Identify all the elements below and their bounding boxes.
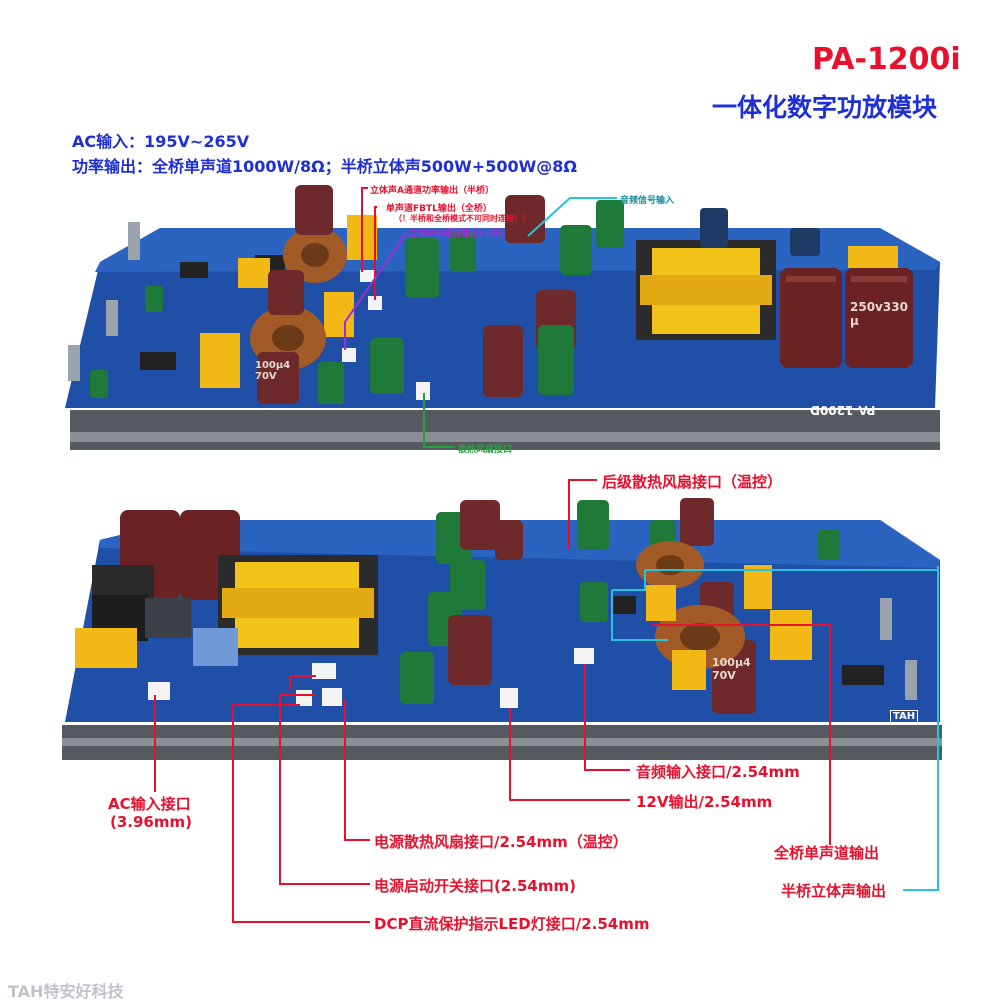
product-subtitle: 一体化数字功放模块	[712, 93, 938, 122]
label-psu-fan: 电源散热风扇接口/2.54mm（温控）	[374, 833, 628, 851]
label-stereo-b-output: 立体声B通道输出(半桥)	[409, 229, 506, 239]
top-board	[65, 185, 940, 450]
label-stereo-output: 半桥立体声输出	[781, 882, 887, 900]
label-ac-input: AC输入接口	[108, 795, 191, 813]
bottom-cap-print: 100μ470V	[712, 656, 751, 682]
label-top-audio-input: 音频信号输入	[620, 196, 675, 206]
spec-ac-input: AC输入：195V~265V	[72, 132, 250, 151]
label-mode-warning: （！半桥和全桥模式不可同时连接！）	[394, 214, 530, 223]
leader-lines	[154, 187, 939, 923]
top-board-model: PA-1200D	[810, 403, 876, 417]
label-rear-fan: 后级散热风扇接口（温控）	[602, 473, 783, 491]
product-title: PA-1200i	[812, 42, 961, 77]
bottom-brand-print: TAH	[890, 710, 919, 723]
label-audio-input: 音频输入接口/2.54mm	[636, 763, 800, 781]
label-stereo-a-output: 立体声A通道功率输出（半桥）	[370, 186, 494, 196]
top-cap-left-print: 100μ470V	[255, 360, 291, 382]
spec-power-output: 功率输出：全桥单声道1000W/8Ω；半桥立体声500W+500W@8Ω	[72, 157, 577, 176]
bottom-board	[62, 498, 942, 760]
label-top-fan: 散热风扇接口	[458, 445, 513, 455]
label-mono-fbtl-output: 单声道FBTL输出（全桥）	[386, 204, 492, 214]
label-12v-output: 12V输出/2.54mm	[636, 793, 773, 811]
label-psu-switch: 电源启动开关接口(2.54mm)	[374, 877, 576, 895]
label-ac-input-size: (3.96mm)	[110, 813, 192, 831]
label-dcp-led: DCP直流保护指示LED灯接口/2.54mm	[374, 915, 650, 933]
top-cap-right-print: 250v330μ	[850, 300, 908, 328]
label-mono-output: 全桥单声道输出	[774, 844, 880, 862]
top-heatsink	[70, 410, 940, 450]
watermark: TAH特安好科技	[8, 982, 124, 1001]
